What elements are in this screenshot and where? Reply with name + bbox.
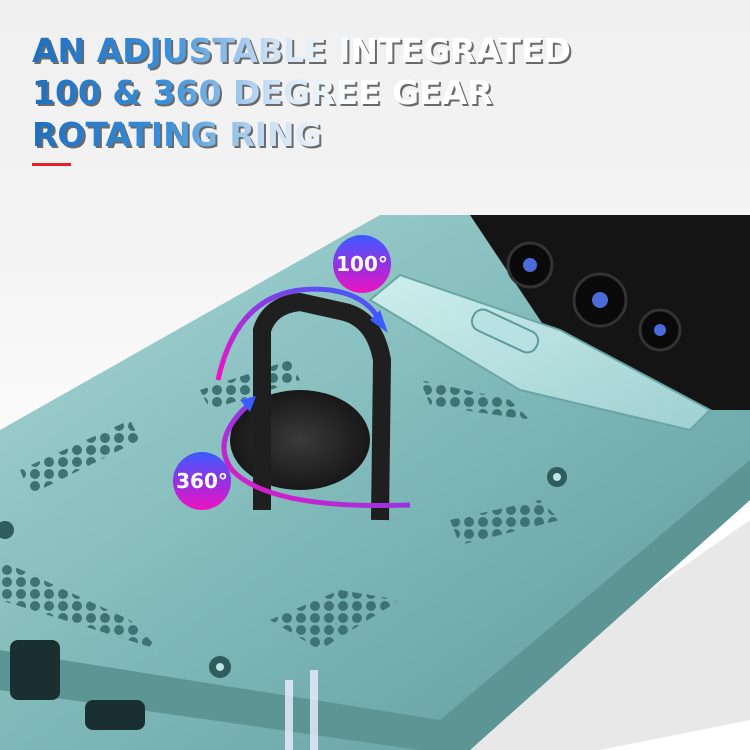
- headline-line-2: 100 & 360 DEGREE GEAR: [32, 73, 493, 112]
- headline-line-3: ROTATING RING: [32, 115, 322, 154]
- accent-line: [32, 163, 71, 166]
- rotation-100-badge: 100°: [333, 235, 391, 293]
- rotation-360-badge: 360°: [173, 452, 231, 510]
- headline-line-1: AN ADJUSTABLE INTEGRATED: [32, 31, 571, 70]
- headline: AN ADJUSTABLE INTEGRATED 100 & 360 DEGRE…: [32, 30, 571, 156]
